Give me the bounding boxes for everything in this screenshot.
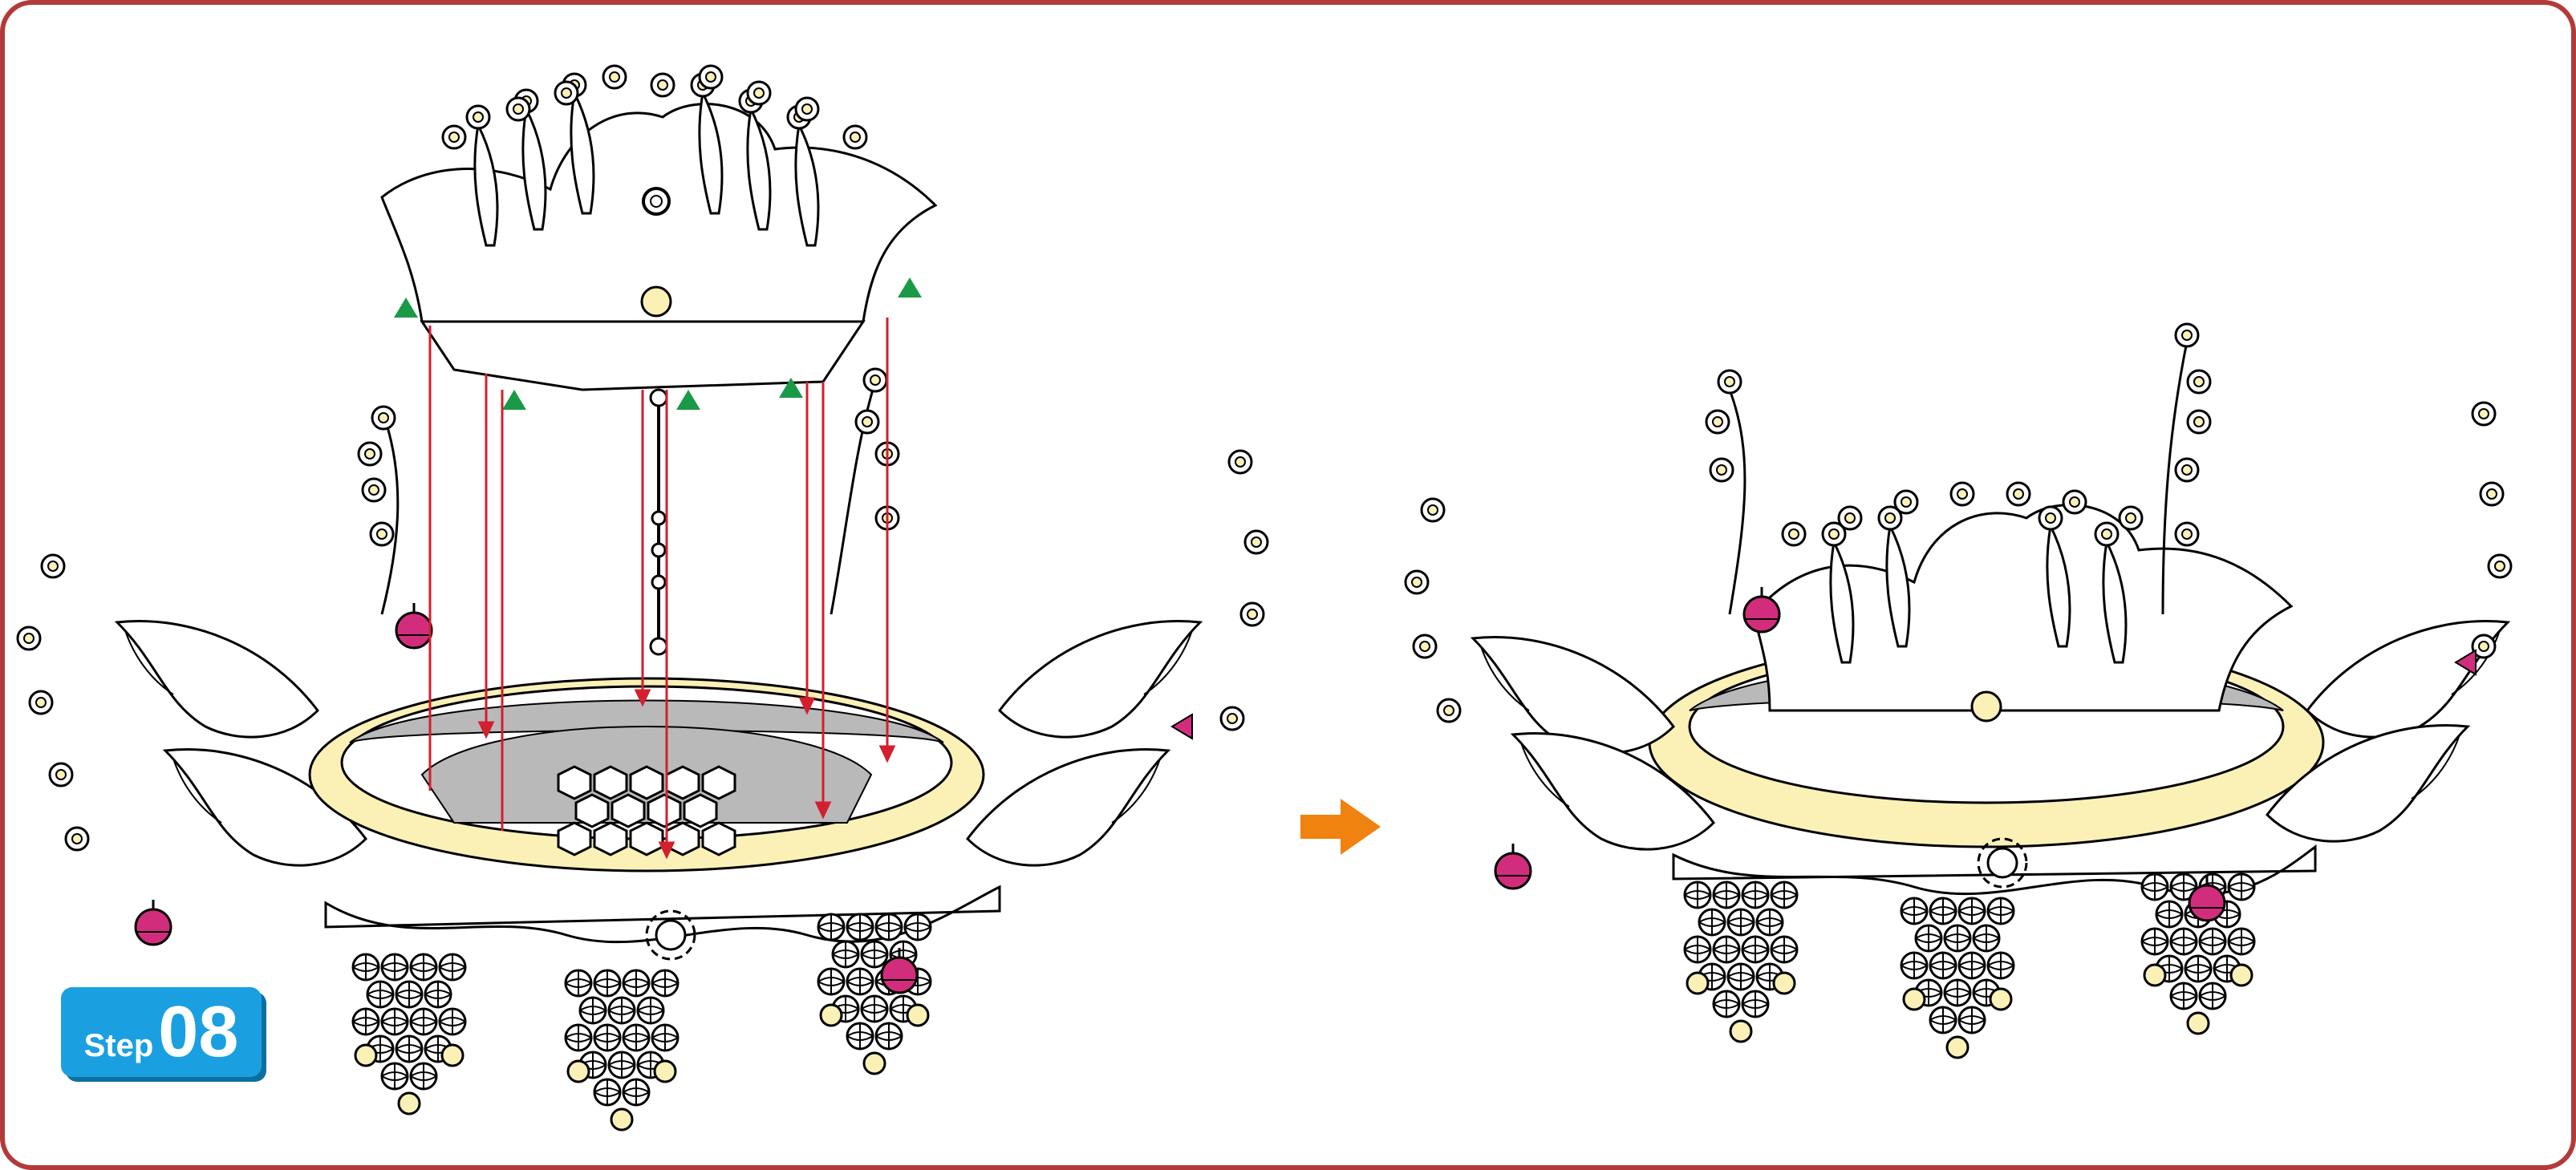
assembled-left-net <box>1685 882 1797 1042</box>
assembly-guide-lines <box>428 318 896 860</box>
step-label: Step <box>83 1028 154 1063</box>
assembled-front-net <box>1901 898 2014 1058</box>
left-bead-net <box>353 954 465 1114</box>
assembled-view <box>1404 322 2513 1058</box>
side-stems <box>357 367 900 650</box>
left-wing <box>116 619 319 739</box>
center-chain <box>649 388 668 656</box>
next-arrow-icon <box>1300 799 1381 855</box>
front-bead-net <box>566 970 678 1130</box>
step-number: 08 <box>158 992 239 1072</box>
exploded-view <box>16 64 1269 1130</box>
step-badge: Step 08 <box>61 987 262 1077</box>
assembly-illustration <box>16 64 2513 1170</box>
crown-top-piece <box>380 64 938 410</box>
center-lattice <box>557 765 736 856</box>
